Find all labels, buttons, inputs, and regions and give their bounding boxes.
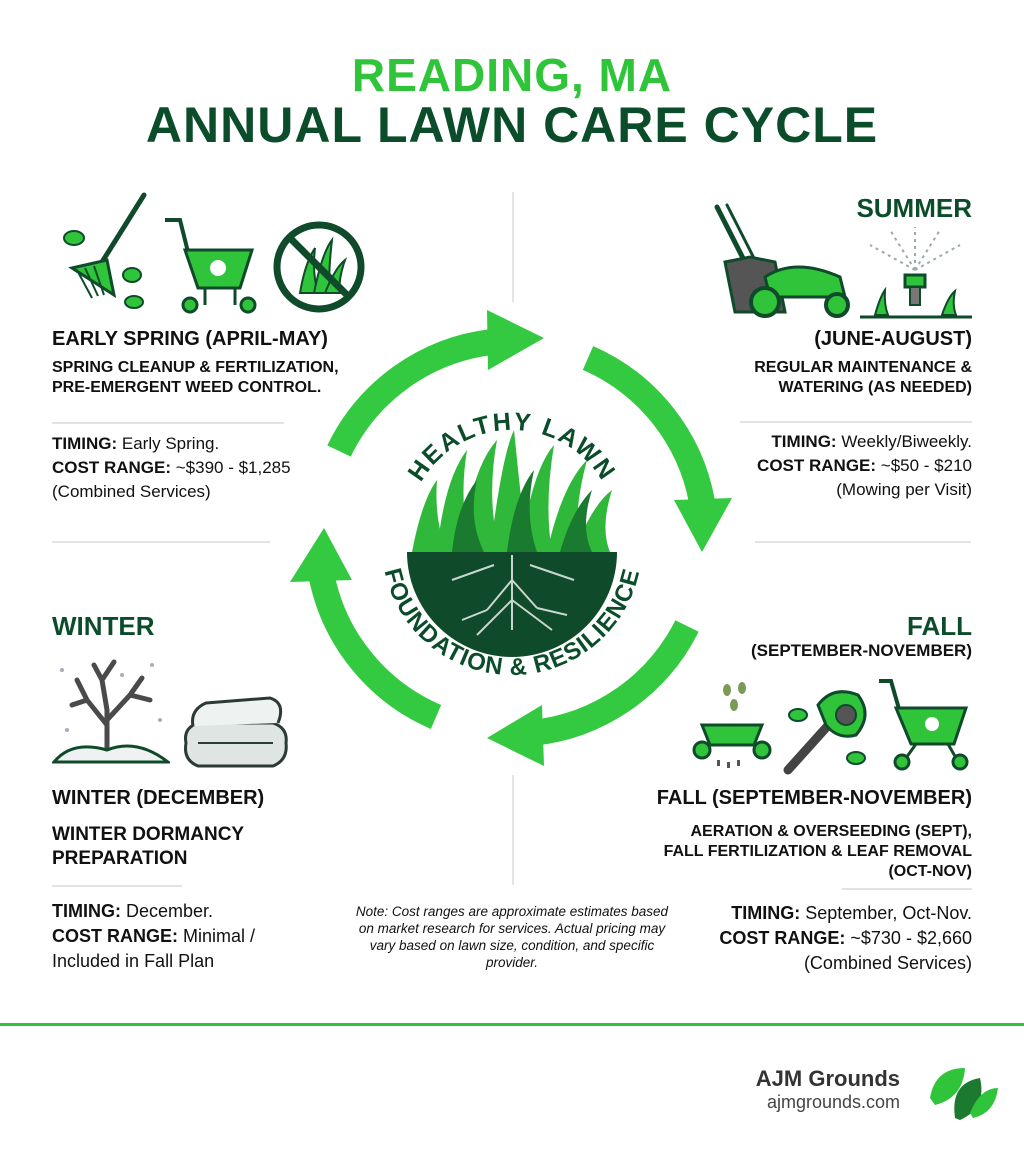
grass-bowl-icon: [407, 430, 617, 657]
divider-bottom: [512, 775, 514, 885]
snowy-tree-icon: [52, 659, 170, 764]
winter-timing: December.: [126, 901, 214, 921]
winter-rule: [52, 885, 182, 887]
cycle-arrowhead-1: [487, 310, 544, 370]
spring-cost: ~$390 - $1,285: [175, 458, 291, 477]
sprinkler-icon: [860, 227, 972, 319]
spring-cost-note: (Combined Services): [52, 482, 211, 501]
spring-details: TIMING: Early Spring. COST RANGE: ~$390 …: [52, 432, 342, 504]
cycle-arrowhead-3: [487, 705, 544, 766]
rake-icon: [63, 192, 147, 309]
summer-cost: ~$50 - $210: [880, 456, 972, 475]
fall-timing: September, Oct-Nov.: [805, 903, 972, 923]
fall-spreader-icon: [879, 679, 969, 771]
summer-cost-note: (Mowing per Visit): [836, 480, 972, 499]
winter-heading: WINTER (DECEMBER): [52, 787, 265, 809]
footer-brand: AJM Grounds: [755, 1066, 900, 1091]
cycle-arrow-arc-3: [530, 620, 699, 746]
summer-rule: [740, 421, 972, 423]
fall-cost-note: (Combined Services): [803, 953, 972, 973]
cycle-diagram: HEALTHY LAWN FOUNDATION & RESILIENCE: [290, 310, 732, 766]
footer-divider: [0, 1023, 1024, 1026]
spreader-icon: [165, 218, 257, 314]
title-location: READING, MA: [351, 49, 673, 101]
footer-website[interactable]: ajmgrounds.com: [766, 1092, 900, 1112]
summer-description: REGULAR MAINTENANCE & WATERING (AS NEEDE…: [754, 359, 972, 396]
cycle-arrow-arc-1: [327, 329, 494, 457]
lawn-mower-icon: [714, 203, 850, 318]
divider-left: [52, 541, 270, 543]
fall-timing-label: TIMING:: [731, 903, 801, 923]
divider-right: [755, 541, 971, 543]
fall-description: AERATION & OVERSEEDING (SEPT), FALL FERT…: [663, 823, 972, 880]
spring-timing-label: TIMING:: [52, 434, 118, 453]
winter-description: WINTER DORMANCY PREPARATION: [52, 824, 244, 869]
summer-timing-label: TIMING:: [771, 432, 837, 451]
cycle-arrow-arc-4: [309, 575, 442, 729]
blanket-icon: [184, 696, 288, 768]
cycle-arrowhead-2: [674, 498, 732, 552]
spring-heading: EARLY SPRING (APRIL-MAY): [52, 328, 328, 350]
winter-details: TIMING: December. COST RANGE: Minimal / …: [52, 899, 302, 974]
summer-cost-label: COST RANGE:: [757, 456, 877, 475]
summer-season-label: SUMMER: [856, 193, 972, 223]
summer-timing: Weekly/Biweekly.: [841, 432, 972, 451]
title-main: ANNUAL LAWN CARE CYCLE: [145, 97, 879, 153]
leaf-logo-icon: [930, 1068, 998, 1120]
summer-heading: (JUNE-AUGUST): [814, 328, 972, 350]
spring-description: SPRING CLEANUP & FERTILIZATION, PRE-EMER…: [52, 359, 339, 396]
fall-cost-label: COST RANGE:: [719, 928, 846, 948]
leaf-blower-icon: [783, 690, 867, 775]
fall-heading: FALL (SEPTEMBER-NOVEMBER): [656, 787, 972, 809]
cost-note: Note: Cost ranges are approximate estima…: [355, 904, 669, 970]
fall-cost: ~$730 - $2,660: [850, 928, 972, 948]
winter-cost-note: Included in Fall Plan: [52, 951, 215, 971]
winter-cost: Minimal /: [183, 926, 256, 946]
winter-timing-label: TIMING:: [52, 901, 121, 921]
aerator-icon: [692, 682, 772, 768]
fall-details: TIMING: September, Oct-Nov. COST RANGE: …: [660, 901, 972, 976]
fall-season-label: FALL: [907, 611, 972, 641]
spring-cost-label: COST RANGE:: [52, 458, 171, 477]
spring-rule: [52, 422, 284, 424]
summer-details: TIMING: Weekly/Biweekly. COST RANGE: ~$5…: [690, 430, 972, 502]
spring-timing: Early Spring.: [121, 434, 220, 453]
fall-rule: [842, 888, 972, 890]
cycle-arrowhead-4: [290, 528, 352, 582]
winter-season-label: WINTER: [52, 611, 155, 641]
no-weeds-icon: [273, 221, 365, 313]
cycle-arrow-arc-2: [582, 346, 715, 505]
divider-top: [512, 192, 514, 302]
fall-season-sub: (SEPTEMBER-NOVEMBER): [750, 641, 972, 660]
winter-cost-label: COST RANGE:: [52, 926, 178, 946]
